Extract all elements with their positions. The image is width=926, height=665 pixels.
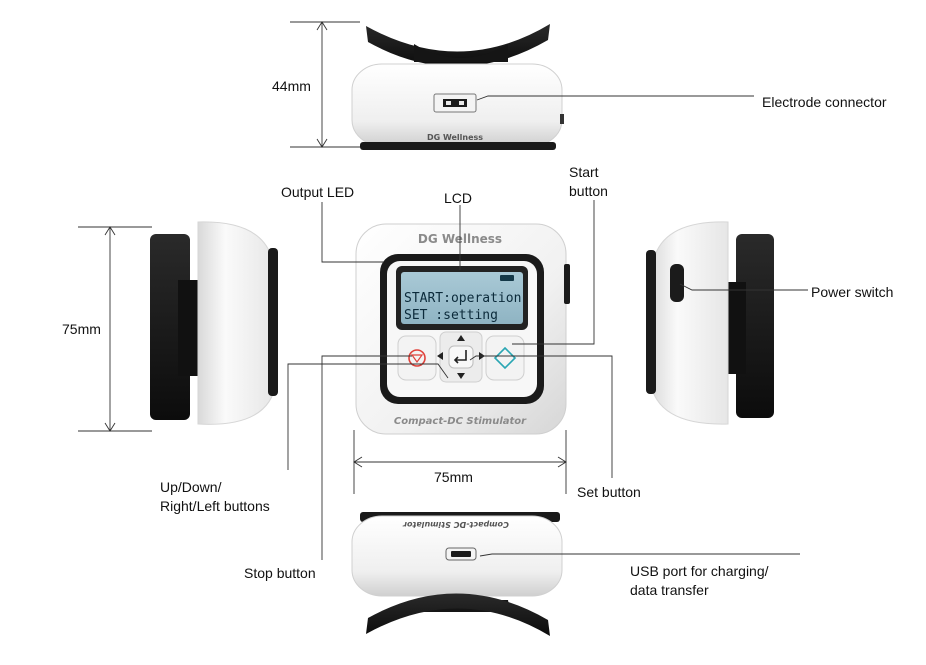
up-down-label-line2: Right/Left buttons	[160, 497, 270, 515]
lcd-line2: SET :setting	[404, 308, 498, 323]
top-brand-text: DG Wellness	[427, 133, 483, 142]
output-led-label: Output LED	[281, 183, 354, 201]
right-side-view-device	[646, 222, 774, 424]
set-button-label: Set button	[577, 483, 641, 501]
up-down-label-line1: Up/Down/	[160, 478, 221, 496]
start-button-label-line1: Start	[569, 163, 599, 181]
stop-button-label: Stop button	[244, 564, 316, 582]
stop-button[interactable]	[398, 336, 436, 380]
height-44mm-label: 44mm	[272, 77, 311, 95]
width-75mm-label: 75mm	[434, 468, 473, 486]
front-view-device: DG Wellness START:operation SET :setting…	[356, 224, 570, 434]
top-view-device: DG Wellness	[352, 24, 564, 150]
bottom-model-text: Compact-DC Stimulator	[402, 520, 509, 529]
usb-port-label-line1: USB port for charging/	[630, 562, 769, 580]
usb-port-label-line2: data transfer	[630, 581, 709, 599]
start-button-label-line2: button	[569, 182, 608, 200]
set-button[interactable]	[449, 346, 473, 368]
electrode-connector-label: Electrode connector	[762, 93, 887, 111]
start-button[interactable]	[486, 336, 524, 380]
lcd-line1: START:operation	[404, 291, 521, 306]
power-switch-label: Power switch	[811, 283, 893, 301]
bottom-view-device: Compact-DC Stimulator	[352, 512, 562, 636]
lcd-label: LCD	[444, 189, 472, 207]
front-model-text: Compact-DC Stimulator	[394, 416, 527, 427]
side-height-75mm-label: 75mm	[62, 320, 101, 338]
left-side-view-device	[150, 222, 278, 424]
